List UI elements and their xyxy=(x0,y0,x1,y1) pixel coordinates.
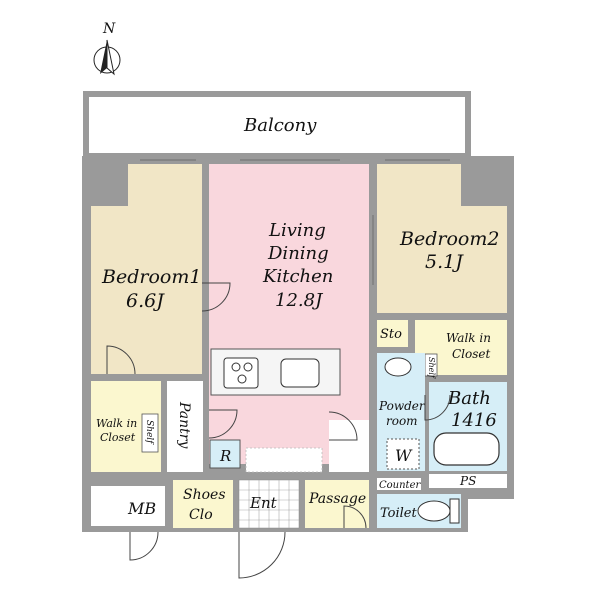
mb-space xyxy=(91,486,165,526)
passage-label: Passage xyxy=(308,491,366,507)
shoes-closet xyxy=(173,480,233,528)
walkin-right-line2: Closet xyxy=(452,347,491,361)
ps-label: PS xyxy=(459,474,476,488)
ldk-size: 12.8J xyxy=(275,290,324,311)
storage-room xyxy=(377,320,408,347)
walkin-left-line1: Walk in xyxy=(96,417,137,430)
walkin-right-line1: Walk in xyxy=(446,331,491,345)
ps-shaft xyxy=(429,474,507,488)
toilet-label: Toilet xyxy=(380,506,417,521)
north-label: N xyxy=(102,21,116,37)
ldk-room xyxy=(209,164,369,464)
powder-line2: room xyxy=(386,414,418,428)
bath-name: Bath xyxy=(447,388,491,409)
bathtub-icon xyxy=(433,432,500,466)
shelf-right-label: Shelf xyxy=(427,357,436,380)
refrigerator-space xyxy=(209,439,241,469)
entrance-tiles xyxy=(239,480,299,528)
toilet-icon xyxy=(417,498,460,524)
bedroom2-name: Bedroom2 xyxy=(399,228,499,250)
washer-label: W xyxy=(395,446,413,465)
bedroom1-name: Bedroom1 xyxy=(101,266,201,288)
pantry-label: Pantry xyxy=(176,401,192,449)
hall-floor xyxy=(245,447,323,473)
shoes-line2: Clo xyxy=(189,507,213,523)
walkin-left-line2: Closet xyxy=(100,431,136,444)
shelf-left-label: Shelf xyxy=(144,420,154,445)
powder-line1: Powder xyxy=(378,399,426,413)
passage-room xyxy=(305,480,369,528)
shelf-left xyxy=(141,413,159,453)
washbasin-icon xyxy=(384,357,412,377)
stove-icon xyxy=(223,357,259,389)
bedroom1-size: 6.6J xyxy=(126,290,165,312)
bath-size: 1416 xyxy=(451,410,497,431)
pantry-room xyxy=(167,381,203,472)
window-marks xyxy=(140,159,450,285)
mb-label: MB xyxy=(127,499,156,518)
passage-hall xyxy=(329,420,369,472)
counter-label: Counter xyxy=(379,480,421,491)
shoes-line1: Shoes xyxy=(183,487,226,503)
refrigerator-label: R xyxy=(219,447,231,465)
storage-label: Sto xyxy=(380,327,402,342)
bedroom2-size: 5.1J xyxy=(425,251,464,273)
washer-space xyxy=(386,438,420,470)
door-swings xyxy=(106,282,451,579)
north-arrow-icon xyxy=(93,39,121,76)
ldk-line3: Kitchen xyxy=(262,266,333,287)
balcony-label: Balcony xyxy=(243,115,317,136)
ldk-line2: Dining xyxy=(267,243,329,264)
counter-strip xyxy=(377,478,421,490)
entrance-label: Ent xyxy=(249,494,278,512)
bedroom2-room xyxy=(377,164,507,313)
ldk-line1: Living xyxy=(268,220,326,241)
sink-icon xyxy=(280,358,320,388)
bedroom1-room xyxy=(91,164,202,374)
